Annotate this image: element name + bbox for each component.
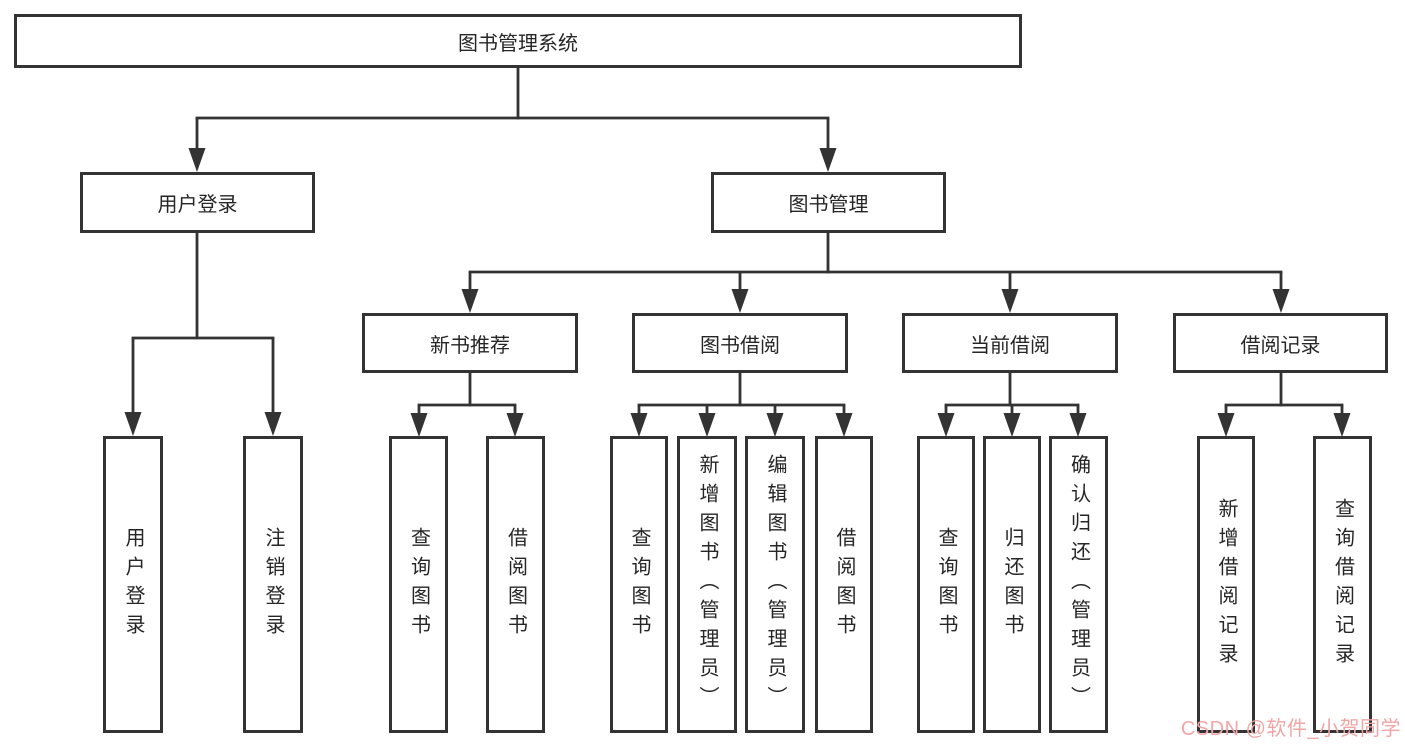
node-leaf-borrow-books-recommend: 借阅图书	[486, 436, 545, 733]
node-label: 归还图书	[1001, 526, 1023, 643]
node-leaf-add-books-admin: 新增图书（管理员）	[677, 436, 737, 733]
node-leaf-query-borrow-record: 查询借阅记录	[1313, 436, 1372, 733]
node-label: 当前借阅	[970, 334, 1050, 357]
node-leaf-confirm-return-admin: 确认归还（管理员）	[1049, 436, 1108, 733]
node-label: 查询图书	[628, 526, 650, 643]
node-label: 编辑图书（管理员）	[764, 454, 786, 715]
node-label: 确认归还（管理员）	[1067, 454, 1090, 715]
node-label: 图书借阅	[700, 334, 780, 357]
node-label: 图书管理	[788, 194, 869, 216]
node-leaf-logout: 注销登录	[243, 436, 303, 733]
node-label: 新增图书（管理员）	[696, 454, 718, 715]
node-book-borrowing: 图书借阅	[632, 313, 848, 373]
node-library-system: 图书管理系统	[14, 14, 1022, 68]
node-current-borrowing: 当前借阅	[902, 313, 1118, 373]
node-leaf-add-borrow-record: 新增借阅记录	[1197, 436, 1255, 733]
node-new-book-recommend: 新书推荐	[362, 313, 578, 373]
node-borrowing-records: 借阅记录	[1173, 313, 1388, 373]
node-label: 借阅图书	[504, 526, 527, 643]
node-label: 用户登录	[157, 194, 238, 216]
csdn-watermark: CSDN @软件_小贺同学	[1180, 718, 1401, 740]
node-leaf-user-login: 用户登录	[103, 436, 163, 733]
node-label: 新书推荐	[430, 334, 510, 357]
node-label: 借阅记录	[1240, 334, 1321, 357]
node-leaf-query-books-current: 查询图书	[917, 436, 975, 733]
node-leaf-query-books-borrowing: 查询图书	[610, 436, 668, 733]
node-book-management: 图书管理	[711, 172, 946, 233]
node-label: 借阅图书	[833, 526, 855, 643]
node-label: 查询借阅记录	[1331, 497, 1354, 672]
node-label: 新增借阅记录	[1215, 497, 1237, 672]
node-label: 图书管理系统	[458, 32, 578, 55]
node-user-login: 用户登录	[80, 172, 315, 233]
node-leaf-return-books: 归还图书	[983, 436, 1041, 733]
node-leaf-query-books-recommend: 查询图书	[389, 436, 448, 733]
node-leaf-borrow-books: 借阅图书	[815, 436, 873, 733]
node-label: 注销登录	[262, 526, 284, 643]
node-label: 查询图书	[407, 526, 430, 643]
node-leaf-edit-books-admin: 编辑图书（管理员）	[745, 436, 805, 733]
node-label: 查询图书	[935, 526, 957, 643]
node-label: 用户登录	[122, 526, 144, 643]
